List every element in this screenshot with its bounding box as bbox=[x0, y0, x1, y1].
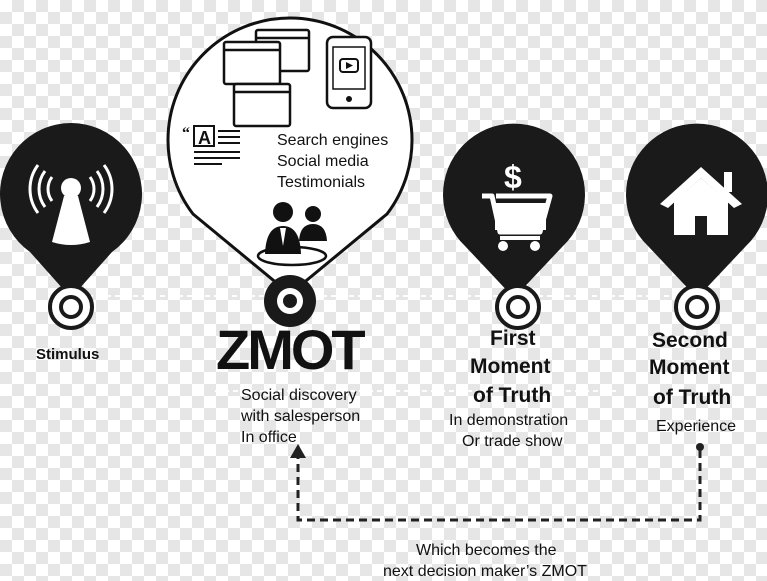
zmot-channel-item: Search engines bbox=[277, 132, 389, 149]
loop-caption-line: Which becomes the bbox=[416, 542, 557, 559]
stimulus-pin bbox=[0, 123, 142, 330]
second-moment-title-line: Second bbox=[652, 329, 728, 352]
browser-windows-icon bbox=[222, 28, 311, 128]
first-moment-pin: $ bbox=[443, 123, 585, 330]
first-moment-title-line: of Truth bbox=[473, 384, 552, 407]
second-moment-pin bbox=[626, 123, 767, 330]
second-moment-title-line: Moment bbox=[649, 356, 730, 379]
second-moment-title-line: of Truth bbox=[653, 386, 732, 409]
svg-text:A: A bbox=[198, 128, 211, 148]
feedback-loop-line bbox=[290, 443, 704, 522]
zmot-detail-line: with salesperson bbox=[241, 408, 361, 425]
zmot-detail-line: In office bbox=[241, 429, 297, 446]
antenna-tower bbox=[52, 196, 90, 245]
broadcast-antenna-icon bbox=[28, 164, 114, 214]
svg-text:$: $ bbox=[504, 159, 522, 195]
second-moment-detail-line: Experience bbox=[656, 418, 737, 435]
first-moment-detail-line: In demonstration bbox=[449, 412, 569, 429]
loop-arrowhead bbox=[290, 444, 306, 458]
zmot-channel-item: Social media bbox=[277, 153, 369, 170]
first-moment-detail-line: Or trade show bbox=[462, 433, 563, 450]
zmot-channel-item: Testimonials bbox=[277, 174, 366, 191]
stimulus-label: Stimulus bbox=[36, 346, 100, 363]
first-moment-title-line: First bbox=[490, 327, 536, 350]
shopping-cart-dollar-icon: $ bbox=[482, 159, 553, 251]
people-icon bbox=[256, 202, 328, 267]
house-icon bbox=[660, 167, 742, 235]
article-icon: “ A bbox=[182, 125, 240, 165]
loop-caption-line: next decision maker’s ZMOT bbox=[383, 563, 587, 580]
smartphone-video-icon bbox=[325, 35, 373, 110]
zmot-bubble: “ A bbox=[166, 16, 414, 327]
zmot-label: ZMOT bbox=[216, 318, 366, 381]
svg-text:“: “ bbox=[182, 125, 190, 142]
antenna-head bbox=[61, 178, 81, 198]
first-moment-title-line: Moment bbox=[470, 355, 551, 378]
zmot-detail-line: Social discovery bbox=[241, 387, 357, 404]
